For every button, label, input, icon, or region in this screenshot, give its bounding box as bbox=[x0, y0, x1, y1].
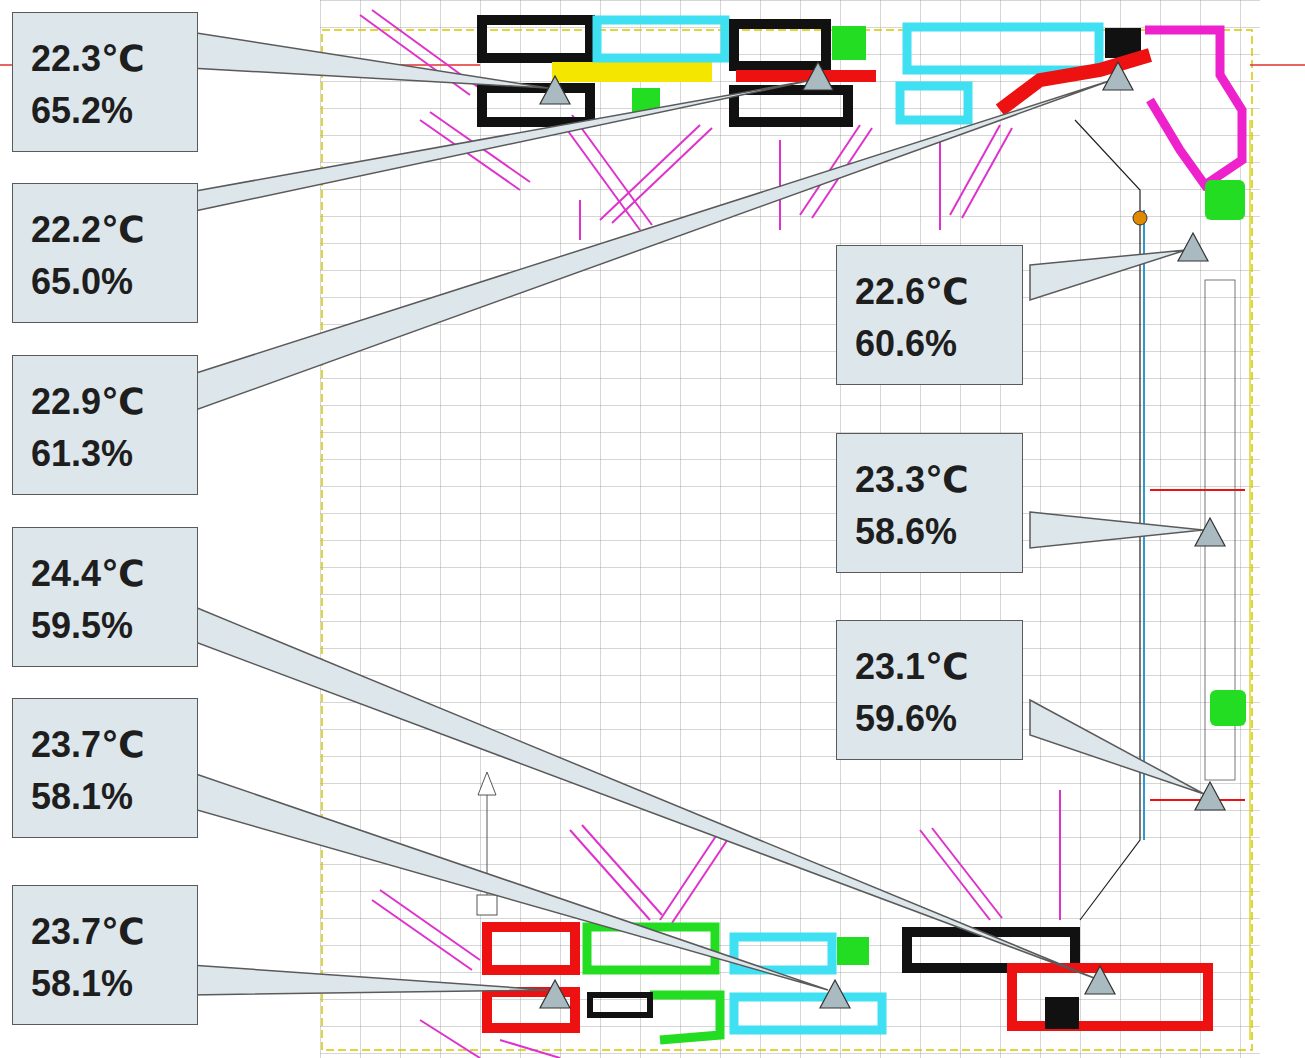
measurement-points bbox=[540, 62, 1225, 1008]
callout-box: 23.1℃59.6% bbox=[836, 620, 1023, 760]
humidity-value: 58.6% bbox=[855, 506, 1006, 558]
callout-box: 24.4℃59.5% bbox=[12, 527, 198, 667]
humidity-value: 60.6% bbox=[855, 318, 1006, 370]
callout-pointers bbox=[190, 32, 1204, 995]
temperature-value: 23.1℃ bbox=[855, 641, 1006, 693]
boundary bbox=[322, 30, 1252, 1050]
temperature-value: 22.2℃ bbox=[31, 204, 181, 256]
humidity-value: 59.6% bbox=[855, 693, 1006, 745]
humidity-value: 58.1% bbox=[31, 771, 181, 823]
callout-box: 23.3℃58.6% bbox=[836, 433, 1023, 573]
temperature-value: 23.3℃ bbox=[855, 454, 1006, 506]
green-room bbox=[1210, 690, 1246, 726]
rooms-bottom bbox=[487, 927, 1208, 1040]
temperature-value: 23.7℃ bbox=[31, 719, 181, 771]
grid bbox=[320, 0, 1260, 1058]
humidity-value: 58.1% bbox=[31, 958, 181, 1010]
humidity-value: 61.3% bbox=[31, 428, 181, 480]
callout-box: 22.9℃61.3% bbox=[12, 355, 198, 495]
callout-box: 22.6℃60.6% bbox=[836, 245, 1023, 385]
conveyors bbox=[360, 10, 1060, 1058]
marker-dot bbox=[1133, 211, 1147, 225]
callout-box: 23.7℃58.1% bbox=[12, 698, 198, 838]
temperature-value: 22.3℃ bbox=[31, 33, 181, 85]
humidity-value: 59.5% bbox=[31, 600, 181, 652]
humidity-value: 65.2% bbox=[31, 85, 181, 137]
temperature-value: 22.6℃ bbox=[855, 266, 1006, 318]
callout-box: 22.2℃65.0% bbox=[12, 183, 198, 323]
callout-box: 23.7℃58.1% bbox=[12, 885, 198, 1025]
temperature-value: 23.7℃ bbox=[31, 906, 181, 958]
axis-line bbox=[1250, 64, 1305, 66]
temperature-value: 24.4℃ bbox=[31, 548, 181, 600]
callout-box: 22.3℃65.2% bbox=[12, 12, 198, 152]
humidity-value: 65.0% bbox=[31, 256, 181, 308]
temperature-value: 22.9℃ bbox=[31, 376, 181, 428]
